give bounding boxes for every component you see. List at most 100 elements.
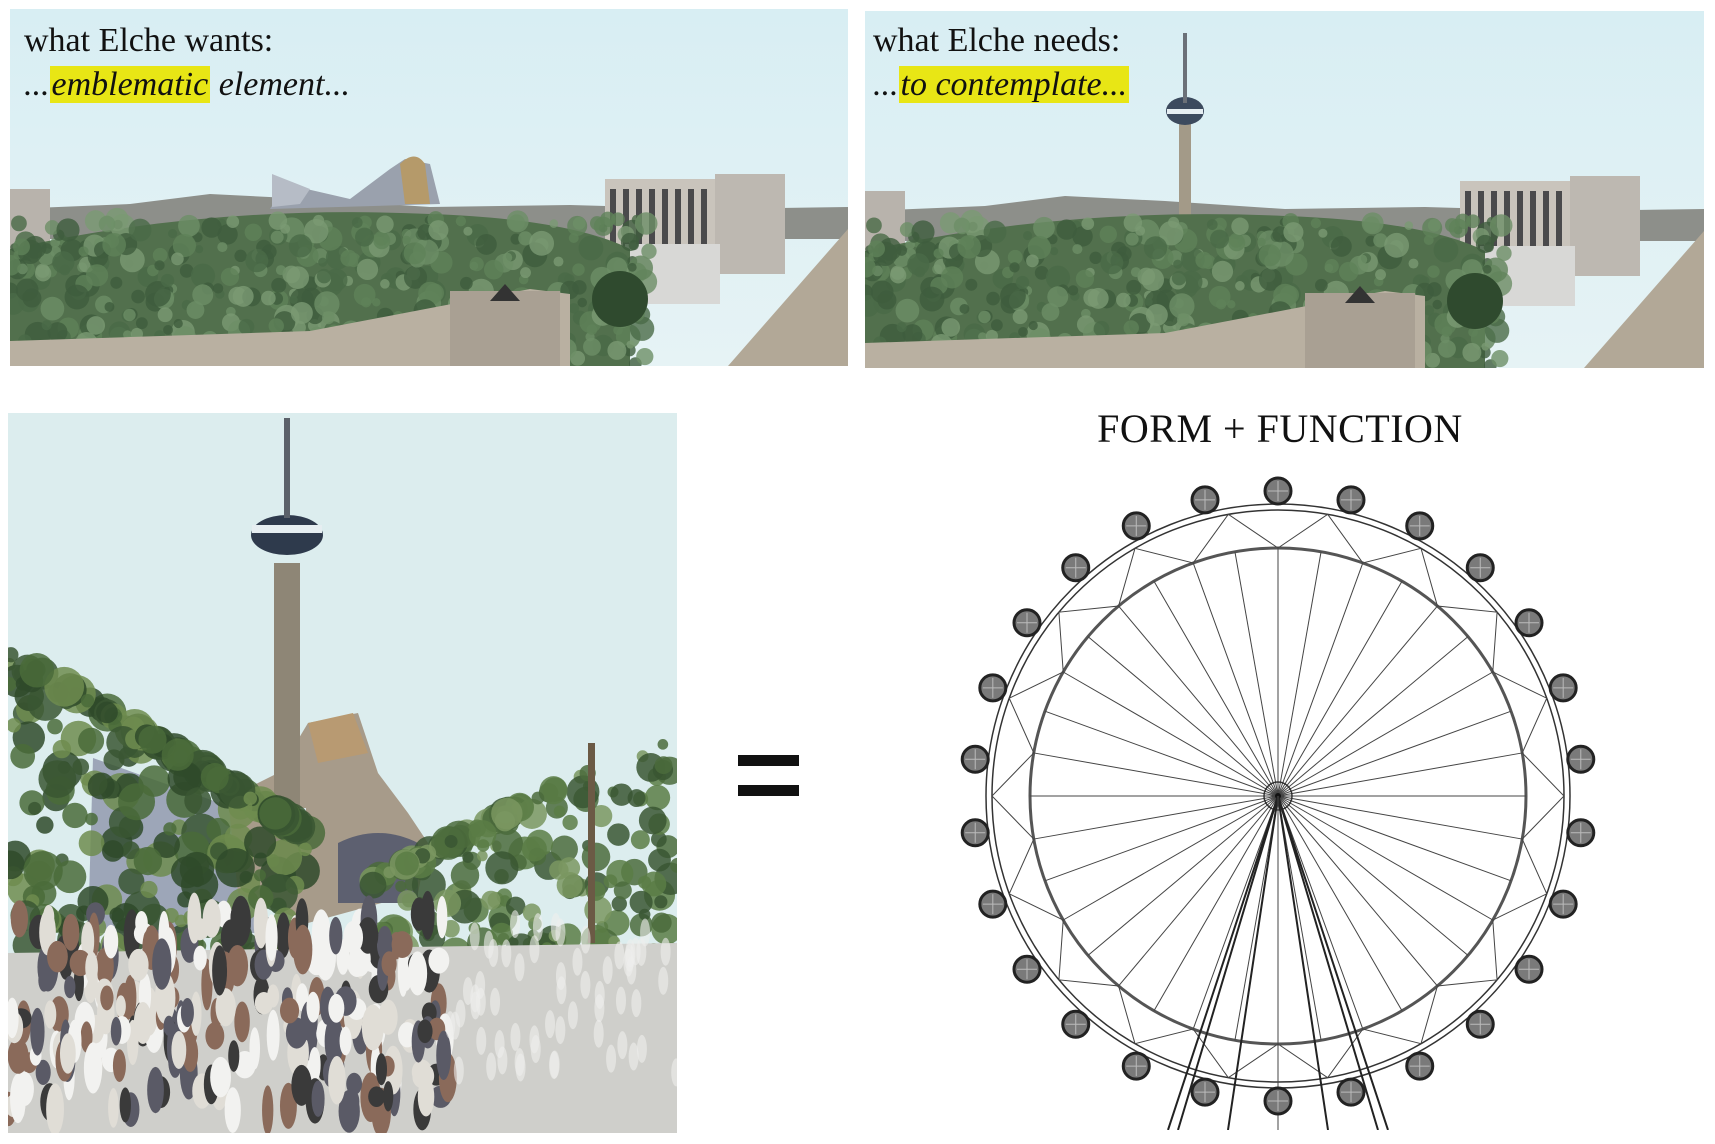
spoke [1277, 562, 1364, 797]
palm-tree [518, 231, 533, 246]
palm-tree [171, 252, 184, 266]
palm-tree [1235, 281, 1245, 291]
faded-person [532, 913, 543, 942]
building-windows [1530, 191, 1536, 251]
faded-person [556, 976, 567, 1005]
palm-tree [123, 330, 132, 340]
faded-person [545, 1010, 556, 1039]
palm-tree [154, 260, 165, 271]
spoke [1277, 795, 1494, 921]
palm-tree-left [133, 846, 163, 876]
spoke [1277, 636, 1469, 797]
palm-tree [1228, 232, 1244, 248]
palm-tree-right [638, 806, 667, 835]
palm-tree-right [462, 851, 474, 863]
palm-tree [1033, 216, 1055, 239]
a-frame-leg [1277, 795, 1389, 1130]
palm-tree [1027, 235, 1052, 260]
palm-tree-right [641, 871, 667, 897]
crowd-person [324, 1015, 344, 1067]
wall-tower [1305, 293, 1415, 368]
palm-tree-left [215, 847, 255, 888]
crowd-person [249, 1027, 261, 1070]
faded-person [602, 956, 613, 985]
palm-tree [192, 284, 214, 306]
faded-person [453, 1056, 464, 1085]
palm-tree [1210, 229, 1229, 249]
crowd-person [152, 938, 172, 990]
palm-tree [373, 230, 389, 246]
palm-tree-right [603, 874, 618, 889]
building-windows [1556, 191, 1562, 251]
palm-tree [1462, 342, 1482, 362]
crowd-person [46, 1083, 64, 1133]
crowd-person [135, 911, 148, 935]
pyramid-skylight [490, 284, 520, 301]
crowd-person [44, 1000, 57, 1029]
palm-tree-left [87, 772, 115, 800]
palm-tree [163, 324, 173, 335]
palm-tree [380, 279, 390, 289]
caption-suffix: element... [210, 66, 350, 103]
caption-line-1: what Elche wants: [24, 22, 274, 59]
palm-tree [583, 337, 601, 356]
palm-tree-left [96, 701, 118, 724]
palm-tree [172, 233, 197, 258]
palm-tree [941, 318, 961, 337]
palm-tree [628, 255, 654, 281]
palm-tree [1116, 292, 1131, 308]
palm-tree-left [47, 718, 63, 735]
palm-tree [965, 278, 978, 291]
spoke [1192, 795, 1279, 1030]
spoke [1277, 795, 1322, 1041]
crowd-person [328, 993, 345, 1023]
palm-tree [275, 265, 286, 276]
crowd-person [133, 1001, 153, 1045]
apartment-block [715, 174, 785, 274]
palm-tree [919, 286, 945, 312]
palm-tree [1072, 226, 1093, 247]
palm-tree [201, 217, 222, 238]
crowd-person [306, 991, 320, 1023]
spoke [1277, 795, 1512, 882]
palm-tree [529, 230, 555, 256]
palm-tree [1211, 260, 1234, 283]
palm-tree [463, 226, 473, 236]
pyramid-skylight [1345, 286, 1375, 303]
palm-tree [953, 217, 971, 235]
palm-tree [1045, 265, 1071, 290]
palm-tree [1318, 228, 1328, 238]
crowd-person [83, 1042, 103, 1094]
palm-tree [1093, 320, 1110, 337]
capsule [1405, 511, 1435, 541]
crowd-person [128, 948, 149, 981]
crowd-person [202, 899, 221, 938]
crowd-person [59, 1033, 76, 1074]
palm-tree [1384, 232, 1410, 258]
palm-tree [314, 291, 340, 317]
faded-person [615, 986, 626, 1015]
palm-tree-left [8, 647, 19, 663]
crowd-person [212, 945, 228, 996]
caption-line-2: ...to contemplate... [873, 63, 1130, 107]
crowd-person [115, 995, 126, 1018]
faded-person [660, 937, 671, 966]
capsule [1336, 485, 1366, 515]
crowd-person [266, 1009, 280, 1061]
palm-tree [152, 247, 168, 263]
palm-tree [135, 317, 148, 330]
crowd-person [276, 912, 291, 959]
crowd-person [8, 1038, 29, 1074]
crowd-person [436, 1030, 452, 1081]
building-windows [688, 189, 694, 249]
palm-tree [626, 340, 635, 349]
apartment-block [1570, 176, 1640, 276]
building-windows [623, 189, 629, 249]
palm-tree [355, 227, 374, 247]
palm-tree-left [266, 839, 303, 876]
faded-person [488, 939, 499, 968]
highlighted-word: emblematic [49, 66, 211, 103]
faded-person [469, 922, 480, 951]
crowd-person [226, 944, 249, 987]
palm-tree-right [539, 776, 568, 805]
